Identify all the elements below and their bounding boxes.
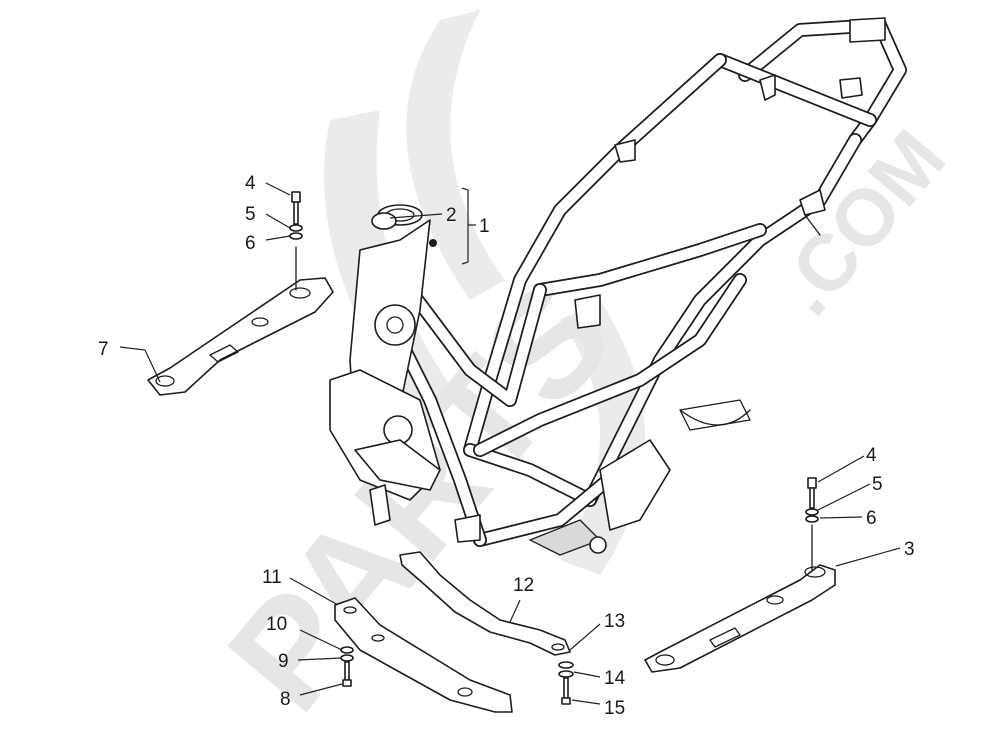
callout-8: 8 (280, 689, 291, 710)
callout-10: 10 (266, 614, 287, 635)
callout-13: 13 (604, 611, 625, 632)
plug-part-dot (429, 239, 437, 247)
leader-4a (265, 182, 291, 196)
watermark-swoosh-2 (406, 10, 505, 300)
callout-9: 9 (278, 651, 289, 672)
bolt-stack-bottom-right (558, 661, 574, 705)
leader-12 (509, 599, 521, 623)
leader-8 (299, 683, 343, 696)
footrest-bracket-part-7 (147, 246, 334, 396)
leader-10 (299, 629, 343, 651)
leader-14 (573, 671, 601, 678)
callout-5-left: 5 (245, 204, 256, 225)
leader-15 (571, 699, 601, 705)
leader-7 (119, 346, 161, 383)
callout-6-right: 6 (866, 508, 877, 529)
bolt-stack-right (805, 477, 819, 523)
plate-part-12 (399, 551, 571, 656)
watermark: PARTS .COM (196, 10, 962, 741)
bolt-stack-left (289, 191, 303, 240)
callout-4-left: 4 (245, 173, 256, 194)
leader-2 (389, 213, 443, 219)
footrest-bracket-part-3 (644, 524, 836, 673)
leader-1 (461, 187, 476, 265)
leader-5a (265, 213, 291, 229)
callout-7: 7 (98, 339, 109, 360)
callout-15: 15 (604, 698, 625, 719)
leader-6b (819, 516, 863, 519)
leader-4b (817, 455, 865, 483)
lower-bracket-part-11 (334, 597, 513, 713)
leader-lines (119, 182, 901, 705)
callout-5-right: 5 (872, 474, 883, 495)
leader-5b (817, 483, 871, 511)
bolt-stack-bottom-left (340, 646, 354, 687)
leader-9 (297, 657, 343, 661)
cap-part-2 (371, 212, 397, 230)
callout-11: 11 (262, 567, 282, 588)
callout-3: 3 (904, 539, 915, 560)
callout-4-right: 4 (866, 445, 877, 466)
frame-chassis (329, 17, 907, 556)
callout-12: 12 (513, 575, 534, 596)
callout-6-left: 6 (245, 233, 256, 254)
leader-3 (835, 547, 901, 567)
callout-2: 2 (446, 205, 457, 226)
leader-11 (289, 577, 339, 606)
callout-14: 14 (604, 668, 626, 689)
leader-13 (569, 623, 601, 651)
callouts: 1 2 3 4 5 6 7 4 5 6 8 9 10 11 12 13 14 1… (98, 173, 915, 719)
leader-6a (265, 235, 291, 241)
callout-1: 1 (479, 216, 490, 237)
